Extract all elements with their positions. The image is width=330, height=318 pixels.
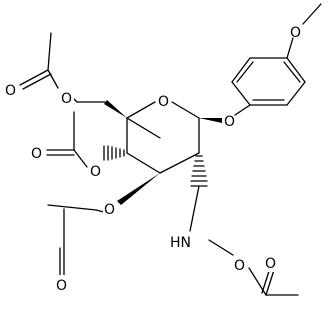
c6-carbonyl-oxygen-label: O [5,83,16,99]
c4-carbonyl-oxygen-label: O [31,146,42,162]
c3-carbonyl-oxygen-label: O [56,278,67,294]
methoxy-oxygen-label: O [290,25,301,41]
methoxyphenyl-ring [231,57,306,106]
amine-label: HN [170,235,191,251]
ring-oxygen-label: O [158,94,169,110]
c6-ester-oxygen-label: O [61,91,72,107]
c3-acetoxy [47,173,160,283]
c3-ester-oxygen-label: O [104,202,115,218]
hydroxylamine-oxygen-label: O [234,258,245,274]
n-acetyl-carbonyl-oxygen-label: O [265,256,276,272]
phenoxy-oxygen-label: O [224,114,235,130]
c1-aryloxy-bond [199,118,222,123]
pyranose-ring [126,101,200,174]
c4-ester-oxygen-label: O [90,164,101,180]
c4-acetoxy [46,111,125,168]
c2-acetoxyamino [190,155,299,296]
